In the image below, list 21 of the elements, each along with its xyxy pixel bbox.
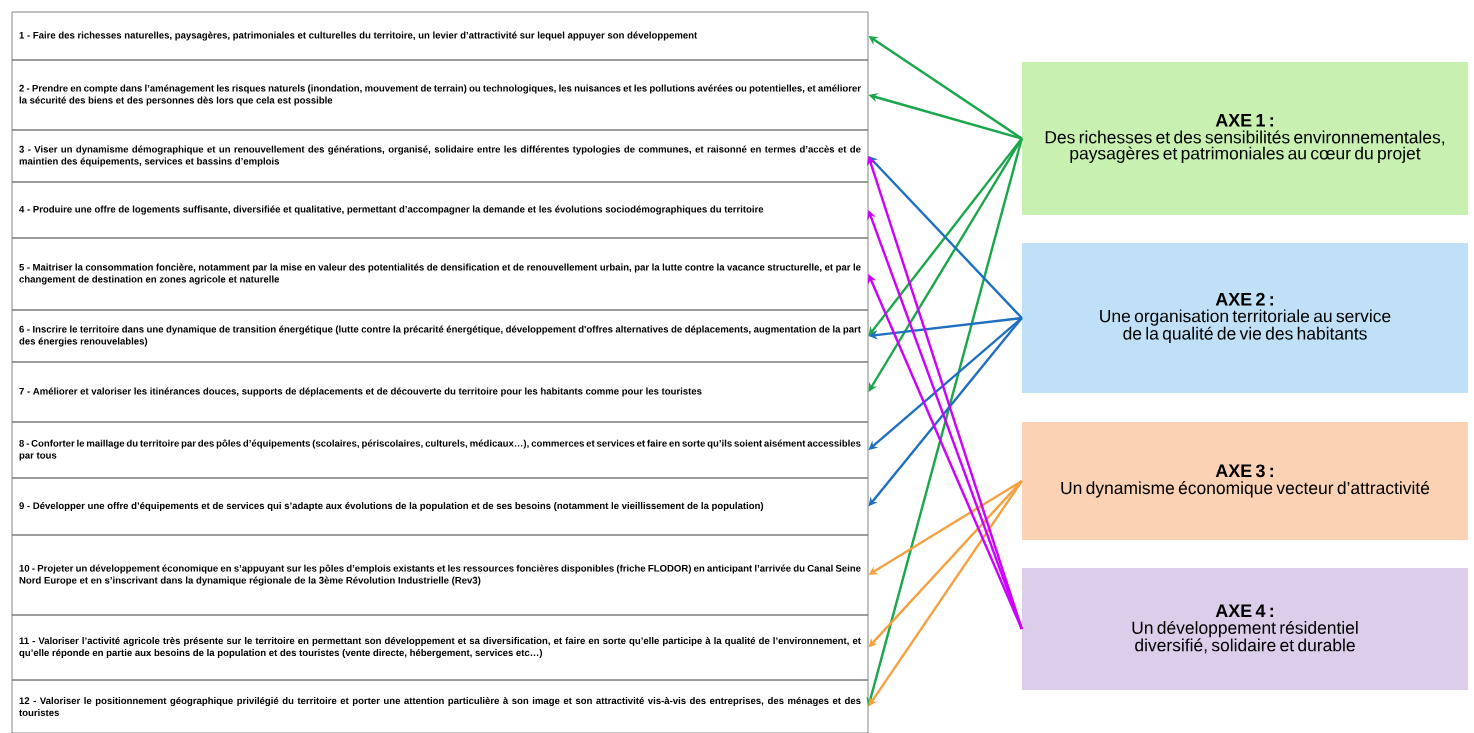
arrow	[868, 317, 1023, 450]
arrow	[868, 137, 1023, 392]
axis-box: AXE 4 : Un développement résidentiel diversifié, solidaire et durable	[1022, 568, 1468, 690]
objective-row: 1 - Faire des richesses naturelles, paysagères, patrimoniales et culturelles du territoire, un levier d’attractivité sur lequel appuyer son développement	[11, 11, 869, 61]
objective-row: 3 - Viser un dynamisme démographique et un renouvellement des générations, organisé, solidaire entre les différentes typologies de communes, et raisonné en termes d’accès et de maintien des équipements, services et bassins d’emplois	[11, 129, 869, 183]
objective-row: 10 - Projeter un développement économique en s’appuyant sur les pôles d’emplois existants et les ressources foncières disponibles (friche FLODOR) en anticipant l’arrivée du Canal Seine Nord Europe et en s’inscrivant dans la dynamique régionale de la 3ème Révolution Industrielle (Rev3)	[11, 534, 869, 616]
axis-box: AXE 3 : Un dynamisme économique vecteur d’attractivité	[1022, 422, 1468, 540]
arrow	[868, 156, 1023, 319]
axis-box: AXE 2 : Une organisation territoriale au service de la qualité de vie des habitants	[1022, 243, 1468, 393]
objective-row: 9 - Développer une offre d’équipements et de services qui s’adapte aux évolutions de la population et de ses besoins (notamment le vieillissement de la population)	[11, 477, 869, 536]
objective-row: 5 - Maitriser la consommation foncière, notamment par la mise en valeur des potentialités de densification et de renouvellement urbain, par la lutte contre la vacance structurelle, et par le changement de destination en zones agricole et naturelle	[11, 237, 869, 311]
objective-row: 6 - Inscrire le territoire dans une dynamique de transition énergétique (lutte contre la précarité énergétique, développement d'offres alternatives de déplacements, augmentation de la part des énergies renouvelables)	[11, 309, 869, 363]
objective-row: 2 - Prendre en compte dans l’aménagement les risques naturels (inondation, mouvement de terrain) ou technologiques, les nuisances et les pollutions avérées ou potentielles, et améliorer la sécurité des biens et des personnes dès lors que cela est possible	[11, 59, 869, 131]
objective-row: 12 - Valoriser le positionnement géographique privilégié du territoire et porter une attention particulière à son image et son attractivité vis-à-vis des entreprises, des ménages et des touristes	[11, 679, 869, 733]
arrow	[867, 274, 1023, 630]
objective-row: 4 - Produire une offre de logements suffisante, diversifiée et qualitative, permettant d’accompagner la demande et les évolutions sociodémographiques du territoire	[11, 181, 869, 239]
objective-row: 11 - Valoriser l’activité agricole très présente sur le territoire en permettant son développement et sa diversification, et faire en sorte qu’elle participe à la qualité de l’environnement, et qu’elle réponde en partie aux besoins de la population et des touristes (vente directe, hébergement, services etc…)	[11, 614, 869, 681]
axis-box: AXE 1 : Des richesses et des sensibilités environnementales, paysagères et patrimoniales au cœur du projet	[1022, 62, 1468, 215]
objective-row: 8 - Conforter le maillage du territoire par des pôles d’équipements (scolaires, périscolaires, culturels, médicaux…), commerces et services et faire en sorte qu’ils soient aisément accessibles par tous	[11, 421, 869, 479]
objective-row: 7 - Améliorer et valoriser les itinérances douces, supports de déplacements et de découverte du territoire pour les habitants comme pour les touristes	[11, 361, 869, 423]
arrow	[868, 137, 1023, 336]
